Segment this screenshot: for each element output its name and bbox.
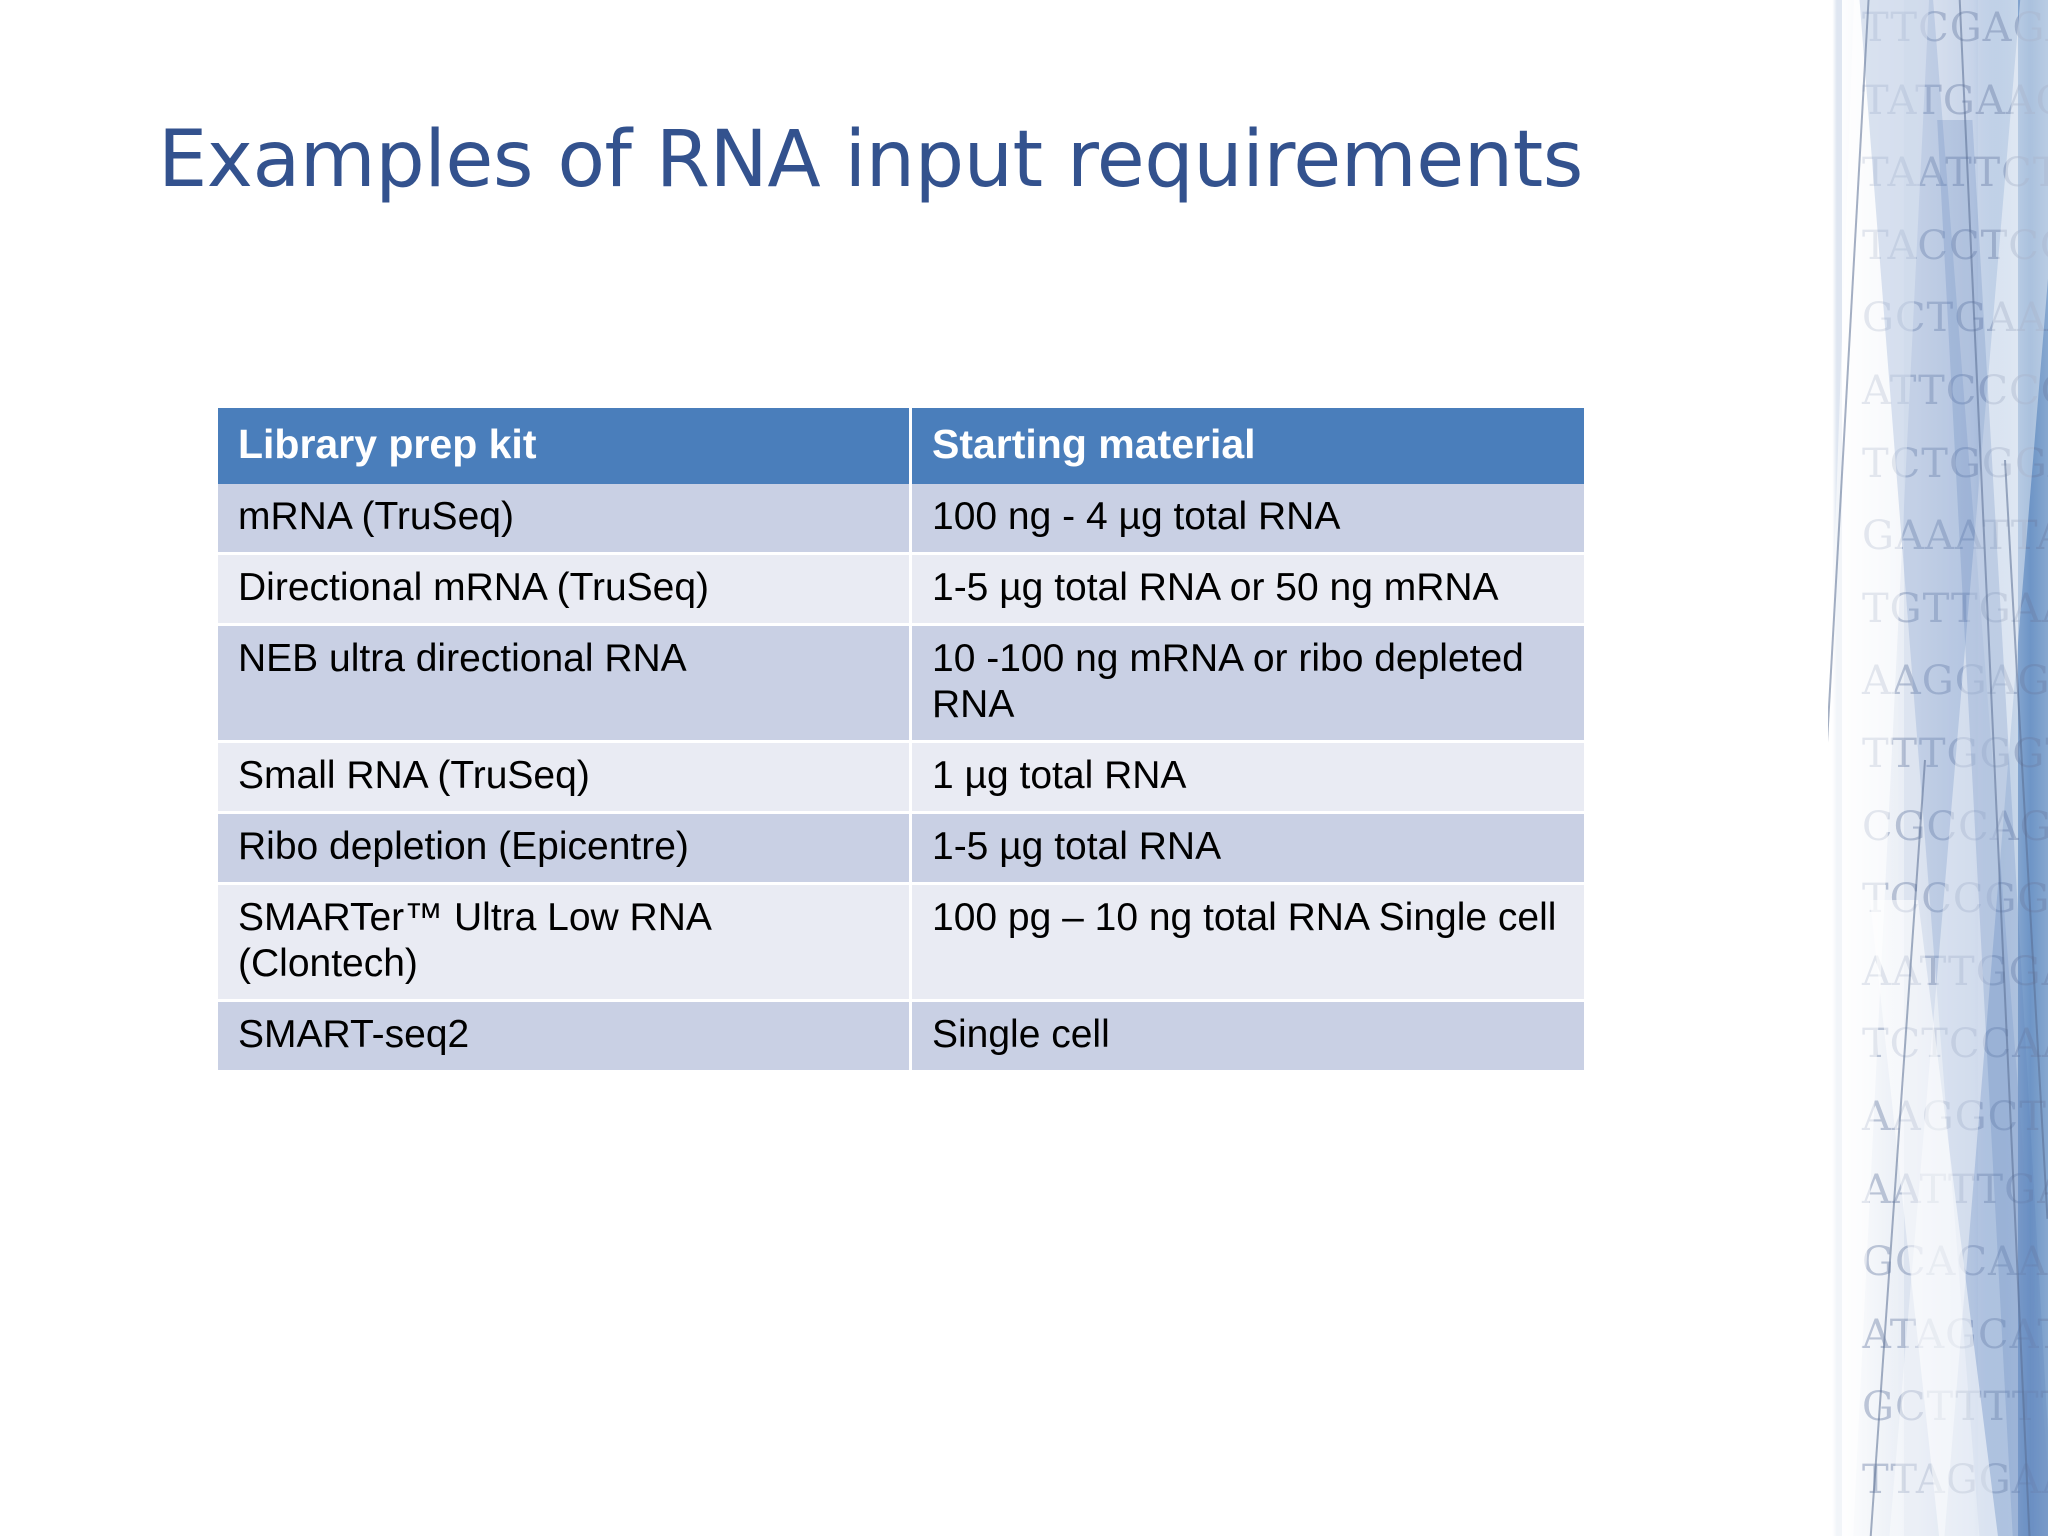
cell-starting-material: 1 µg total RNA	[912, 742, 1584, 814]
cell-library-prep-kit: Small RNA (TruSeq)	[218, 742, 912, 814]
table-row: SMART-seq2 Single cell	[218, 1002, 1584, 1074]
dna-sequence-line: CGCCAGCT	[1862, 803, 2048, 850]
page-title: Examples of RNA input requirements	[158, 115, 1583, 205]
table-body: mRNA (TruSeq) 100 ng - 4 µg total RNA Di…	[218, 483, 1584, 1074]
cell-library-prep-kit: SMARTer™ Ultra Low RNA (Clontech)	[218, 885, 912, 1003]
cell-starting-material: 1-5 µg total RNA	[912, 813, 1584, 885]
dna-sequence-line: ATTCCCCT	[1862, 367, 2048, 414]
dna-sequence-line: TCTGGGAA	[1862, 440, 2048, 487]
rna-input-requirements-table: Library prep kit Starting material mRNA …	[218, 408, 1584, 1074]
dna-sequence-line: AATTGGAT	[1862, 948, 2048, 995]
dna-sequence-line: AATTTGAC	[1862, 1166, 2048, 1213]
cell-library-prep-kit: Ribo depletion (Epicentre)	[218, 813, 912, 885]
cell-library-prep-kit: NEB ultra directional RNA	[218, 625, 912, 743]
table-row: Small RNA (TruSeq) 1 µg total RNA	[218, 742, 1584, 814]
table-row: mRNA (TruSeq) 100 ng - 4 µg total RNA	[218, 483, 1584, 555]
cell-starting-material: Single cell	[912, 1002, 1584, 1074]
dna-sequence-line: GCTGAAAG	[1862, 295, 2048, 342]
column-header-library-prep-kit: Library prep kit	[218, 408, 912, 484]
dna-sequence-line: TATGAAGG	[1862, 77, 2048, 124]
dna-sequence-line: AAGGCTTT	[1862, 1093, 2048, 1140]
column-header-starting-material: Starting material	[912, 408, 1584, 484]
dna-sequence-line: TACCTCCT	[1862, 222, 2048, 269]
table-row: SMARTer™ Ultra Low RNA (Clontech) 100 pg…	[218, 885, 1584, 1003]
cell-library-prep-kit: SMART-seq2	[218, 1002, 912, 1074]
cell-starting-material: 100 pg – 10 ng total RNA Single cell	[912, 885, 1584, 1003]
dna-sequence-line: AAGGAGGC	[1862, 658, 2048, 705]
dna-sequence-line: TTCGAGATT	[1862, 5, 2048, 51]
table-header-row: Library prep kit Starting material	[218, 408, 1584, 484]
table-row: Directional mRNA (TruSeq) 1-5 µg total R…	[218, 554, 1584, 626]
dna-sequence-line: TTAGGAAT	[1862, 1456, 2048, 1503]
table-row: Ribo depletion (Epicentre) 1-5 µg total …	[218, 813, 1584, 885]
cell-starting-material: 10 -100 ng mRNA or ribo depleted RNA	[912, 625, 1584, 743]
cell-starting-material: 100 ng - 4 µg total RNA	[912, 483, 1584, 555]
dna-sequence-line: GAAATTAT	[1862, 513, 2048, 560]
table-row: NEB ultra directional RNA 10 -100 ng mRN…	[218, 625, 1584, 743]
cell-starting-material: 1-5 µg total RNA or 50 ng mRNA	[912, 554, 1584, 626]
dna-sequence-line: TAATTCTC	[1862, 150, 2048, 197]
dna-sequence-line: TCTCCAAG	[1862, 1021, 2048, 1068]
cell-library-prep-kit: mRNA (TruSeq)	[218, 483, 912, 555]
cell-library-prep-kit: Directional mRNA (TruSeq)	[218, 554, 912, 626]
dna-helix-side-panel: TTCGAGATT TATGAAGG TAATTCTC TACCTCCT GCTGAAA…	[1828, 0, 2048, 1536]
